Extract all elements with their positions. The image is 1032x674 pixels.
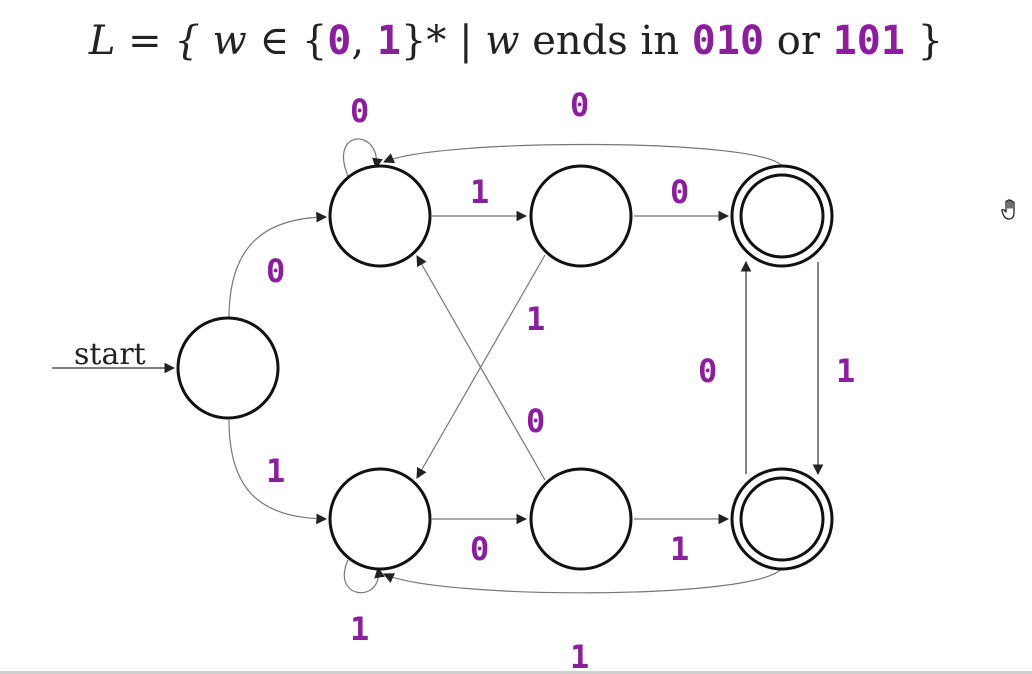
label-f-c: 0 (698, 352, 717, 390)
label-f-d: 1 (570, 638, 589, 674)
edge-q0-d (228, 419, 328, 525)
edge-f-d (383, 567, 783, 594)
states (176, 164, 834, 571)
state-a (328, 164, 432, 268)
edge-c-a (383, 143, 783, 167)
start-label: start (74, 337, 146, 372)
state-d (328, 467, 432, 571)
language-definition-title: L = { w ∈ {0, 1}* | w ends in 010 or 101… (0, 18, 1032, 64)
state-e (529, 467, 633, 571)
label-q0-a: 0 (266, 252, 285, 290)
edge-b-d (416, 254, 546, 479)
state-start (176, 316, 280, 420)
state-c-accept-ring (739, 173, 825, 259)
title-pattern-101: 101 (832, 18, 905, 64)
title-sym1: 1 (376, 18, 401, 64)
title-pattern-010: 010 (691, 18, 765, 64)
label-c-a: 0 (570, 86, 589, 124)
state-b (529, 164, 633, 268)
title-w1: w (212, 18, 247, 64)
title-close: } (904, 18, 944, 64)
title-in-set: ∈ { (246, 18, 328, 64)
title-or: or (764, 18, 833, 64)
label-b-d: 1 (526, 300, 545, 338)
edges (52, 138, 824, 594)
label-d-loop: 1 (350, 610, 369, 648)
title-sym0: 0 (327, 18, 352, 64)
label-a-loop: 0 (350, 92, 369, 130)
label-q0-d: 1 (266, 452, 285, 490)
label-a-b: 1 (470, 173, 489, 211)
title-star-bar: }* | (400, 18, 486, 64)
title-w2: w (485, 18, 520, 64)
title-comma: , (351, 18, 377, 64)
label-e-f: 1 (670, 530, 689, 568)
title-ends-in: ends in (519, 18, 692, 64)
label-b-c: 0 (670, 173, 689, 211)
edge-e-a (416, 255, 546, 481)
hand-cursor-icon (1001, 199, 1015, 220)
label-e-a: 0 (526, 402, 545, 440)
title-prefix: L = { (88, 18, 213, 64)
label-d-e: 0 (470, 530, 489, 568)
edge-a-loop (342, 138, 383, 177)
state-f-accept-ring (739, 476, 825, 562)
bottom-divider (0, 671, 1032, 674)
label-c-f: 1 (836, 352, 855, 390)
edge-q0-a (228, 211, 328, 319)
edge-d-loop (343, 559, 385, 594)
